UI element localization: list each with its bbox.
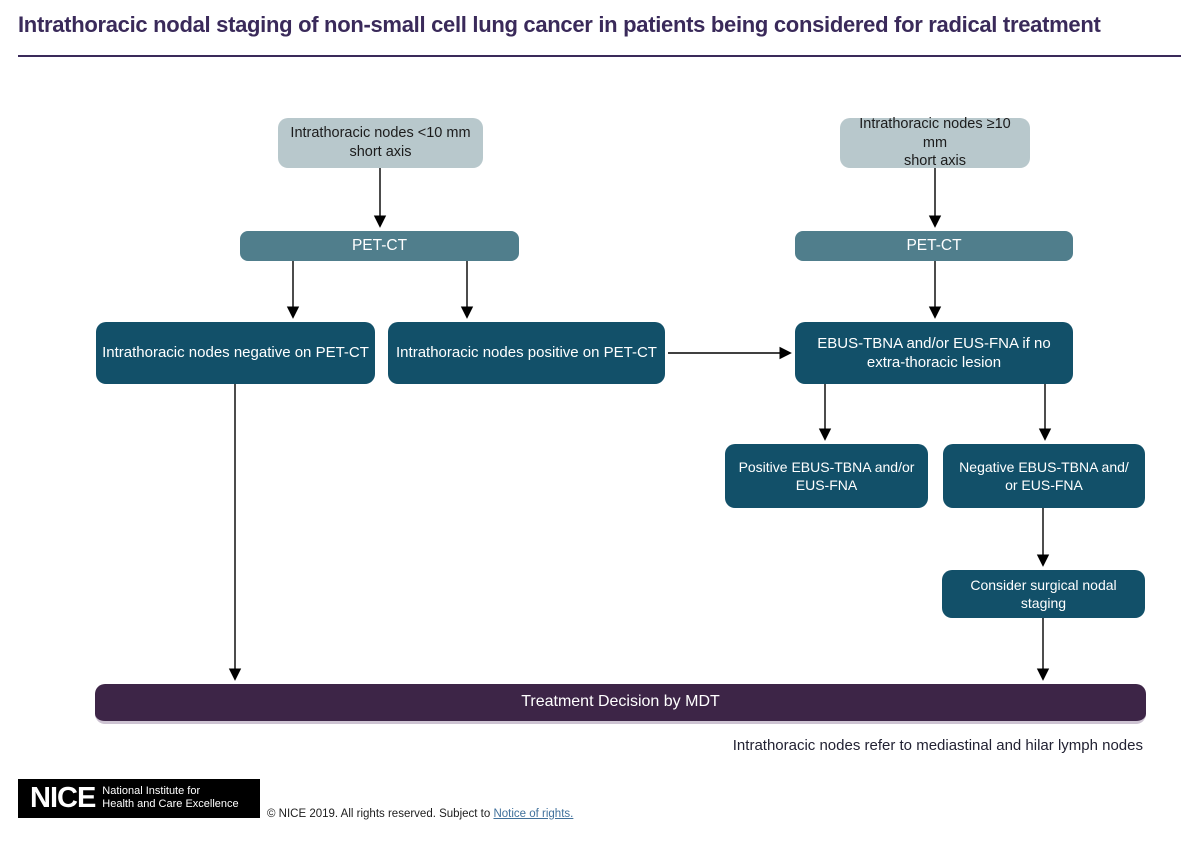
node-nodes-over-10mm: Intrathoracic nodes ≥10 mm short axis — [840, 116, 1030, 169]
footnote: Intrathoracic nodes refer to mediastinal… — [732, 737, 1143, 754]
node-negative-on-petct: Intrathoracic nodes negative on PET-CT — [96, 322, 375, 384]
node-negative-ebus: Negative EBUS-TBNA and/ or EUS-FNA — [943, 444, 1145, 508]
notice-of-rights-link[interactable]: Notice of rights. — [493, 808, 574, 820]
node-mdt-decision: Treatment Decision by MDT — [95, 684, 1146, 724]
copyright-text: © NICE 2019. All rights reserved. Subjec… — [267, 808, 494, 820]
node-nodes-under-10mm: Intrathoracic nodes <10 mm short axis — [278, 118, 483, 168]
nice-logo-wordmark: NICE — [30, 782, 96, 814]
node-surgical-staging: Consider surgical nodal staging — [942, 570, 1145, 618]
page-title: Intrathoracic nodal staging of non-small… — [18, 12, 1101, 37]
title-divider — [18, 55, 1181, 57]
node-positive-on-petct: Intrathoracic nodes positive on PET-CT — [388, 322, 665, 384]
node-petct-right: PET-CT — [795, 231, 1073, 261]
node-petct-left: PET-CT — [240, 231, 519, 261]
node-ebus-eus: EBUS-TBNA and/or EUS-FNA if no extra-tho… — [795, 322, 1073, 384]
copyright-line: © NICE 2019. All rights reserved. Subjec… — [267, 808, 573, 820]
node-positive-ebus: Positive EBUS-TBNA and/or EUS-FNA — [725, 444, 928, 508]
